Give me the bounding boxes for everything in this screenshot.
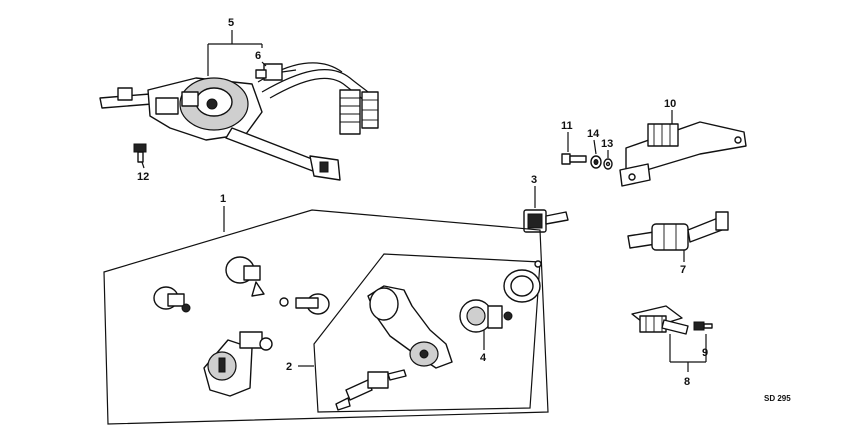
callout-1: 1 (220, 193, 226, 205)
key-3 (523, 209, 569, 233)
callout-14: 14 (587, 128, 600, 140)
callout-labels: 5 6 12 1 3 11 14 13 10 7 2 4 9 8 SD 295 (137, 17, 791, 403)
washer-13 (603, 158, 613, 170)
screw-9 (693, 321, 713, 331)
combination-switch (99, 62, 379, 181)
lock-set-outline (103, 209, 549, 425)
steering-lock-outline (313, 253, 541, 413)
ignition-keys (335, 369, 407, 411)
callout-10: 10 (664, 98, 676, 110)
lock-cylinder-b (225, 256, 265, 297)
callout-leaders (141, 30, 707, 372)
bolt-12 (133, 143, 147, 163)
callout-4: 4 (480, 352, 487, 364)
door-lock-cylinder (203, 331, 273, 397)
callout-5: 5 (228, 17, 234, 29)
lock-cylinder-a (153, 286, 191, 313)
stop-switch-7 (627, 211, 729, 251)
ignition-cylinder (459, 299, 513, 333)
callout-11: 11 (561, 120, 573, 132)
switch-8 (631, 305, 689, 335)
bracket-10 (619, 121, 747, 187)
callout-7: 7 (680, 264, 686, 276)
screw-11 (561, 153, 587, 165)
steering-lock-body (367, 285, 453, 369)
callout-12: 12 (137, 171, 149, 183)
callout-8: 8 (684, 376, 690, 388)
callout-3: 3 (531, 174, 537, 186)
cylinder-ring (503, 260, 542, 303)
callout-13: 13 (601, 138, 613, 150)
callout-9: 9 (702, 347, 708, 359)
washer-14 (590, 155, 602, 169)
callout-6: 6 (255, 50, 261, 62)
lock-cylinder-c (279, 293, 330, 315)
drawing-code: SD 295 (764, 394, 791, 403)
callout-2: 2 (286, 361, 292, 373)
